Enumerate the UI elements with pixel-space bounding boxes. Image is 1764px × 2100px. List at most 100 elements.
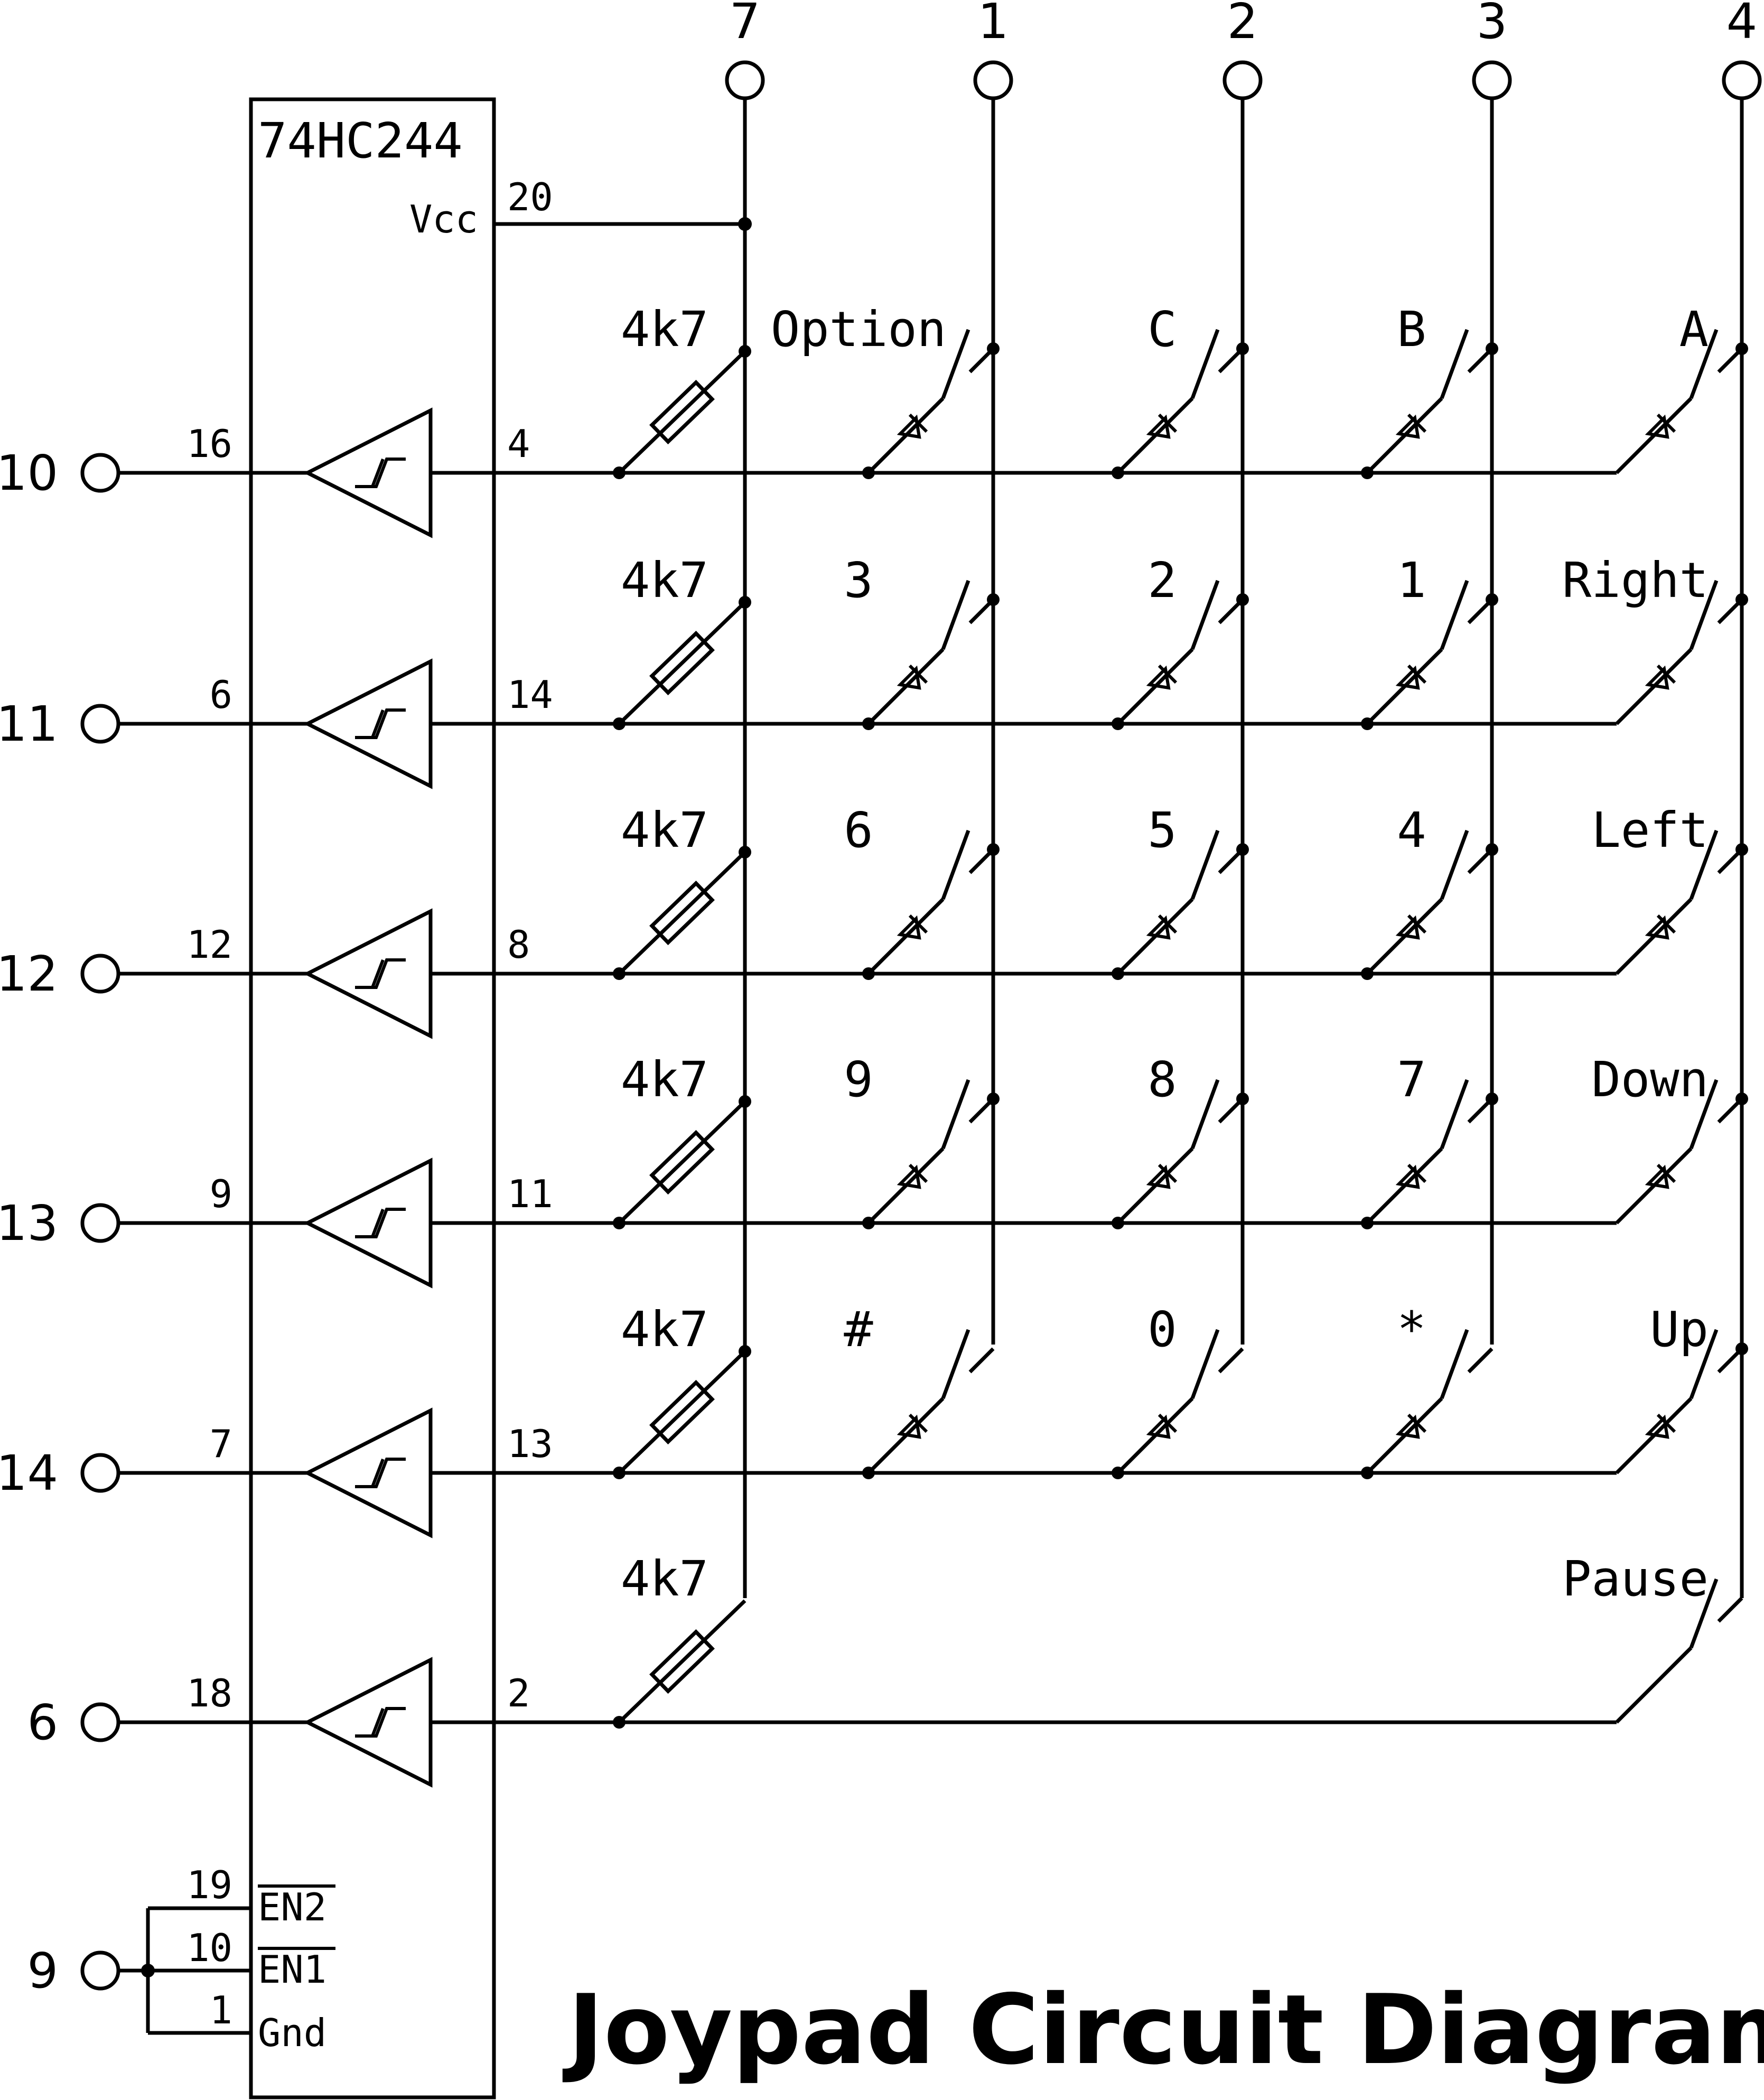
- output-pin-number: 2: [507, 1671, 530, 1715]
- switch-blade: [1190, 829, 1220, 900]
- diode-bar: [1158, 914, 1178, 934]
- diode-bar: [1407, 1413, 1427, 1433]
- switch-blade: [941, 1079, 970, 1150]
- column-terminal-label-2: 2: [1227, 0, 1258, 50]
- diode-bar: [908, 664, 928, 684]
- switch-column-junction: [1236, 342, 1249, 355]
- key-label: C: [1147, 301, 1177, 358]
- switch-contact: [1717, 1597, 1743, 1623]
- buffer-triangle: [303, 1657, 433, 1788]
- row-terminal: [80, 1453, 120, 1493]
- diode-icon: [897, 1414, 921, 1439]
- enable-terminal-label: 9: [27, 1943, 58, 1999]
- output-pin-number: 8: [507, 922, 530, 967]
- resistor-junction: [613, 717, 626, 730]
- key-label: 8: [1147, 1051, 1177, 1108]
- switch-column-junction: [1486, 342, 1498, 355]
- switch-row-junction: [862, 466, 875, 479]
- switch-row-junction: [1112, 967, 1124, 980]
- switch-contact: [1467, 1347, 1494, 1374]
- column-terminal-2: [1222, 60, 1263, 100]
- key-label: A: [1679, 301, 1709, 358]
- key-label: 1: [1397, 552, 1426, 609]
- row-terminal-label: 11: [0, 696, 58, 752]
- row-terminal-label: 14: [0, 1445, 58, 1501]
- input-pin-number: 18: [186, 1671, 232, 1715]
- switch-blade: [1190, 580, 1220, 650]
- output-pin-number: 4: [507, 422, 530, 466]
- switch-column-junction: [1236, 843, 1249, 856]
- input-pin-number: 7: [210, 1422, 232, 1466]
- row-terminal-label: 13: [0, 1195, 58, 1252]
- input-pin-number: 16: [186, 422, 232, 466]
- switch-row-junction: [1112, 1217, 1124, 1229]
- switch-column-junction: [987, 843, 1000, 856]
- switch-blade: [1689, 829, 1719, 900]
- diode-bar: [1407, 413, 1427, 433]
- key-label: #: [844, 1301, 873, 1358]
- diode-icon: [1395, 665, 1420, 690]
- diode-bar: [1158, 1413, 1178, 1433]
- column-terminal-label-4: 4: [1726, 0, 1758, 50]
- en2-pin-number: 19: [186, 1863, 232, 1907]
- column-terminal-1: [973, 60, 1013, 100]
- switch-column-junction: [1236, 1093, 1249, 1105]
- resistor-junction: [613, 1217, 626, 1229]
- buffer-triangle: [303, 908, 433, 1039]
- switch-blade: [1689, 1079, 1719, 1150]
- key-label: 4: [1397, 802, 1426, 858]
- diode-icon: [1146, 414, 1171, 439]
- diode-icon: [1645, 665, 1669, 690]
- switch-blade: [1190, 329, 1220, 399]
- enable-terminal: [80, 1950, 120, 1991]
- switch-row-junction: [862, 1467, 875, 1479]
- key-label: B: [1397, 301, 1426, 358]
- diode-bar: [1407, 664, 1427, 684]
- switch-blade: [1190, 1079, 1220, 1150]
- row-terminal: [80, 954, 120, 994]
- resistor-lead: [618, 851, 746, 975]
- diode-bar: [1158, 1163, 1178, 1183]
- switch-blade: [1440, 829, 1469, 900]
- switch-row-junction: [862, 967, 875, 980]
- switch-column-junction: [1236, 593, 1249, 606]
- key-label: 6: [844, 802, 873, 858]
- ic-name-label: 74HC244: [258, 113, 463, 169]
- switch-row-junction: [1112, 466, 1124, 479]
- row-terminal: [80, 704, 120, 744]
- switch-blade: [1689, 1329, 1719, 1399]
- switch-lead: [1615, 1646, 1693, 1724]
- switch-column-junction: [1735, 593, 1748, 606]
- resistor-column-junction: [739, 1095, 751, 1108]
- switch-column-junction: [1735, 843, 1748, 856]
- switch-row-junction: [1361, 1467, 1374, 1479]
- input-pin-number: 12: [186, 922, 232, 967]
- column-terminal-label-3: 3: [1477, 0, 1508, 50]
- key-label: 9: [844, 1051, 873, 1108]
- diode-bar: [1656, 413, 1676, 433]
- row-terminal: [80, 1702, 120, 1742]
- diode-bar: [1158, 413, 1178, 433]
- diode-icon: [1146, 665, 1171, 690]
- switch-column-junction: [1486, 843, 1498, 856]
- row-terminal-label: 10: [0, 445, 58, 501]
- output-pin-number: 14: [507, 673, 553, 717]
- switch-blade: [941, 1329, 970, 1399]
- key-label: 2: [1147, 552, 1177, 609]
- row-terminal-label: 6: [27, 1694, 58, 1751]
- resistor-label: 4k7: [621, 1051, 708, 1108]
- column-terminal-label-1: 1: [978, 0, 1009, 50]
- switch-column-junction: [987, 593, 1000, 606]
- diode-icon: [1645, 414, 1669, 439]
- resistor-body: [649, 880, 715, 946]
- buffer-triangle: [303, 1407, 433, 1538]
- resistor-body: [649, 379, 715, 445]
- diode-icon: [1395, 1164, 1420, 1189]
- resistor-label: 4k7: [621, 802, 708, 858]
- diode-icon: [1395, 915, 1420, 940]
- diode-icon: [1645, 915, 1669, 940]
